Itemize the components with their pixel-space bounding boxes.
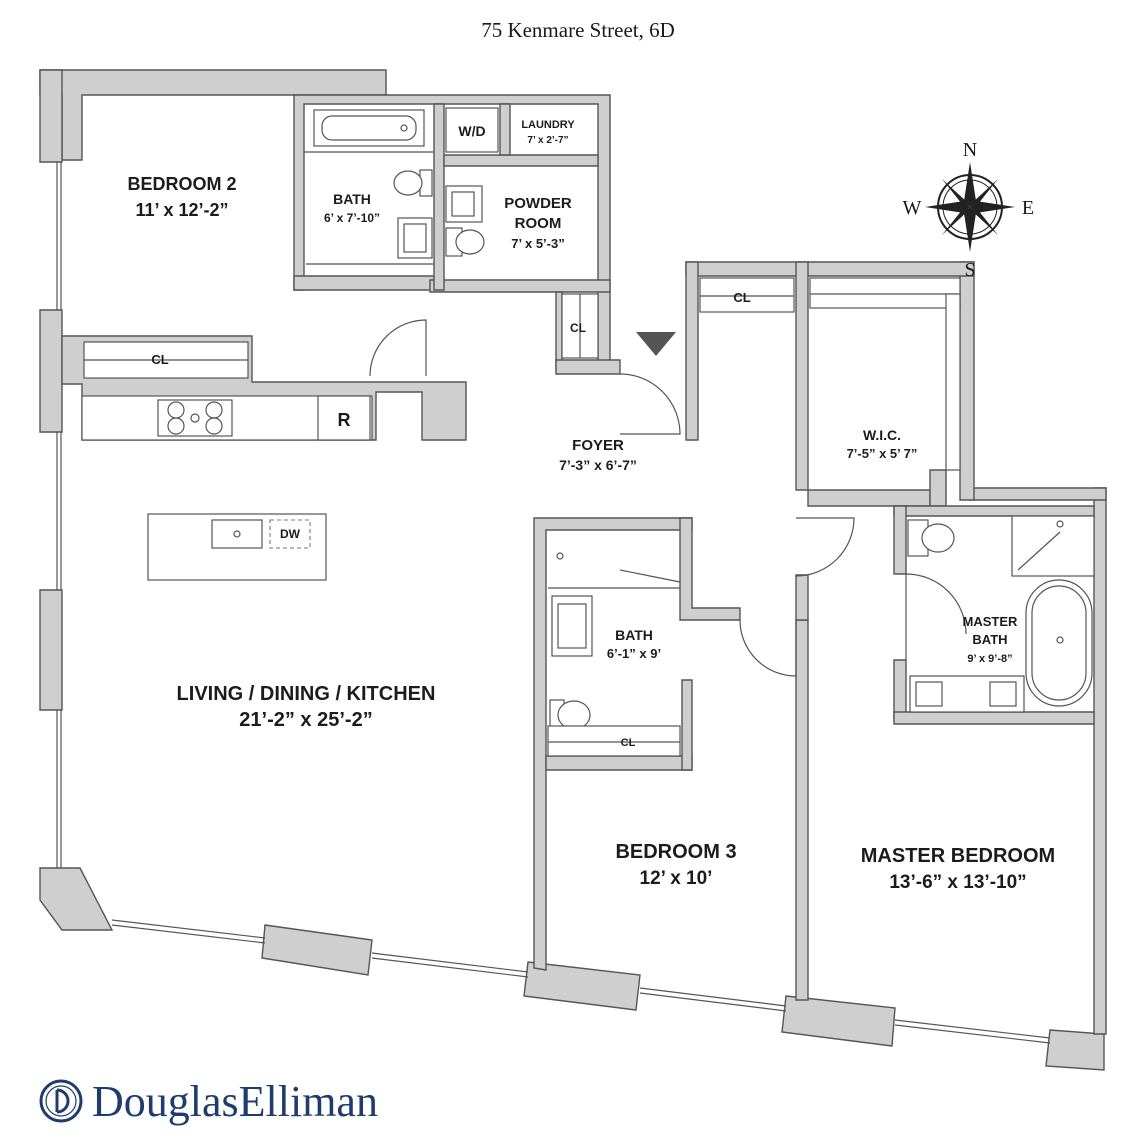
laundry-name: LAUNDRY [521, 119, 575, 131]
compass-e: E [1022, 197, 1034, 219]
living-name: LIVING / DINING / KITCHEN [177, 683, 436, 705]
bath1-name: BATH [333, 191, 371, 207]
wd-label: W/D [458, 123, 485, 139]
address-title: 75 Kenmare Street, 6D [481, 18, 675, 42]
masterbath-name-1: MASTER [963, 614, 1019, 629]
master-name: MASTER BEDROOM [861, 845, 1055, 867]
bedroom3-dims: 12’ x 10’ [640, 868, 713, 889]
exterior-walls [39, 69, 1107, 1071]
bath1-dims: 6’ x 7’-10” [324, 211, 380, 225]
foyer-name: FOYER [572, 437, 624, 454]
powder-name-1: POWDER [504, 195, 572, 212]
closets [83, 277, 961, 757]
masterbath-name-2: BATH [972, 632, 1007, 647]
compass-rose-icon: N S W E [903, 139, 1035, 281]
douglas-elliman-logo: DouglasElliman [39, 1077, 378, 1126]
cl-bath2: CL [621, 737, 636, 749]
fixtures: R DW [81, 107, 1095, 731]
entry-marker [636, 332, 676, 356]
powder-dims: 7’ x 5’-3” [511, 236, 564, 251]
compass-s: S [964, 259, 975, 281]
foyer-dims: 7’-3” x 6’-7” [559, 457, 637, 473]
bedroom3-name: BEDROOM 3 [615, 841, 736, 863]
bath2-dims: 6’-1” x 9’ [607, 646, 661, 661]
fridge-label: R [338, 410, 351, 430]
dishwasher-label: DW [280, 527, 301, 541]
room-labels: BEDROOM 2 11’ x 12’-2” BATH 6’ x 7’-10” … [127, 119, 1055, 893]
powder-name-2: ROOM [515, 215, 562, 232]
cl-bed2: CL [151, 352, 168, 367]
wic-name: W.I.C. [863, 427, 901, 443]
cl-foyer: CL [733, 290, 750, 305]
compass-n: N [963, 139, 977, 161]
wic-dims: 7’-5” x 5’ 7” [847, 446, 918, 461]
laundry-dims: 7’ x 2’-7” [527, 135, 568, 146]
cl-hall: CL [570, 321, 586, 335]
bath2-name: BATH [615, 627, 653, 643]
doors [369, 319, 967, 677]
bedroom2-dims: 11’ x 12’-2” [135, 200, 228, 220]
masterbath-dims: 9’ x 9’-8” [967, 653, 1012, 665]
living-dims: 21’-2” x 25’-2” [239, 709, 372, 731]
master-dims: 13’-6” x 13’-10” [889, 872, 1026, 893]
bedroom2-name: BEDROOM 2 [127, 174, 236, 194]
compass-w: W [903, 197, 922, 219]
brand-name: DouglasElliman [92, 1077, 378, 1126]
